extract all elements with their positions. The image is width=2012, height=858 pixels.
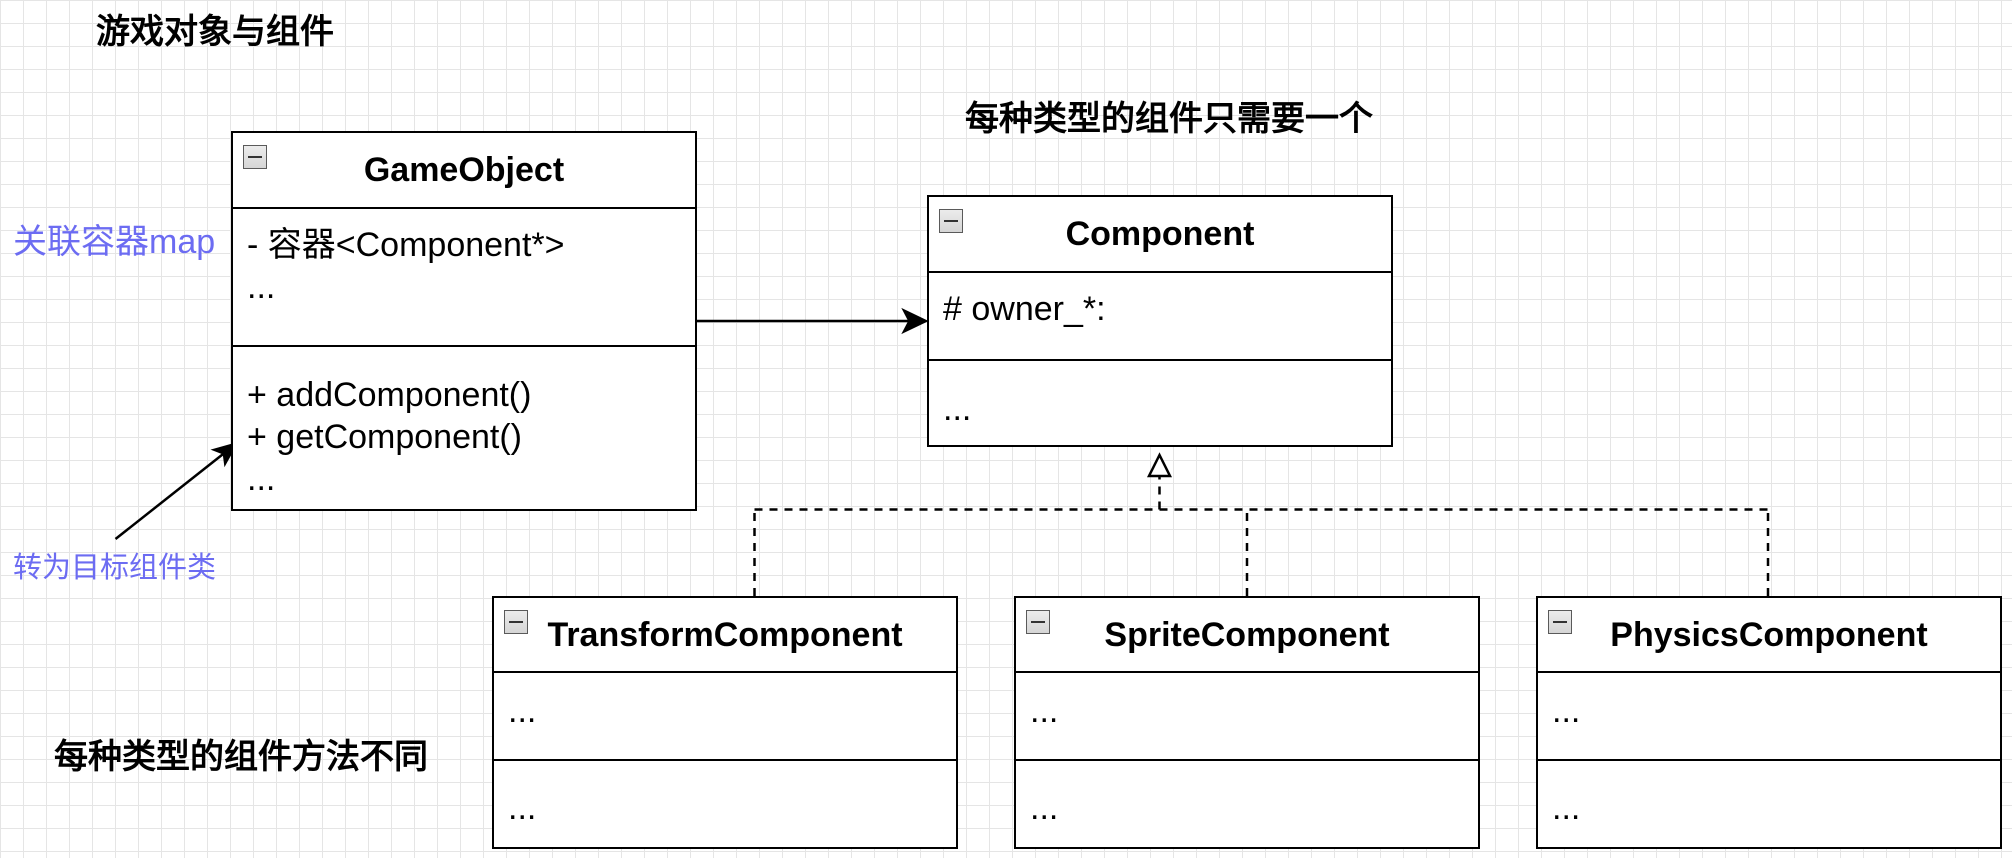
realization-hollow-arrowhead [1146, 452, 1173, 478]
collapse-icon[interactable] [243, 145, 267, 169]
class-header: SpriteComponent [1016, 598, 1478, 673]
methods-section: ... [1538, 761, 2000, 847]
note-methods-differ-per-type: 每种类型的组件方法不同 [54, 738, 428, 776]
diagram-title: 游戏对象与组件 [96, 13, 334, 51]
collapse-icon[interactable] [1548, 610, 1572, 634]
collapse-icon[interactable] [504, 610, 528, 634]
method-item: ... [943, 390, 972, 428]
class-header: Component [929, 197, 1391, 273]
realization-edges[interactable] [753, 476, 1770, 596]
attributes-section: # owner_*: [929, 273, 1391, 361]
method-item: + getComponent() [247, 418, 522, 456]
method-item: + addComponent() [247, 376, 532, 414]
method-item: ... [508, 789, 537, 827]
physics-component-class[interactable]: PhysicsComponent ... ... [1536, 596, 2002, 849]
attributes-section: ... [494, 673, 956, 761]
attribute-item: # owner_*: [943, 290, 1106, 328]
note-one-component-per-type: 每种类型的组件只需要一个 [965, 100, 1373, 138]
transform-component-class[interactable]: TransformComponent ... ... [492, 596, 958, 849]
attribute-item: ... [247, 268, 276, 306]
attributes-section: - 容器<Component*> ... [233, 209, 695, 347]
collapse-icon[interactable] [939, 209, 963, 233]
sprite-component-class[interactable]: SpriteComponent ... ... [1014, 596, 1480, 849]
note-container-map: 关联容器map [13, 223, 216, 261]
class-header: PhysicsComponent [1538, 598, 2000, 673]
component-class[interactable]: Component # owner_*: ... [927, 195, 1393, 447]
collapse-icon[interactable] [1026, 610, 1050, 634]
cast-note-arrow-line[interactable] [114, 452, 225, 540]
attributes-section: ... [1016, 673, 1478, 761]
gameobject-class[interactable]: GameObject - 容器<Component*> ... + addCom… [231, 131, 697, 511]
class-name: PhysicsComponent [1610, 615, 1928, 654]
method-item: ... [1552, 789, 1581, 827]
class-header: GameObject [233, 133, 695, 209]
note-cast-to-target: 转为目标组件类 [13, 552, 217, 584]
attribute-item: ... [1030, 692, 1059, 730]
class-header: TransformComponent [494, 598, 956, 673]
attributes-section: ... [1538, 673, 2000, 761]
association-edge-gameobject-to-component[interactable] [697, 307, 929, 335]
attribute-item: ... [508, 692, 537, 730]
methods-section: ... [929, 361, 1391, 445]
methods-section: + addComponent() + getComponent() ... [233, 347, 695, 509]
methods-section: ... [494, 761, 956, 847]
class-name: Component [1065, 215, 1255, 253]
class-name: TransformComponent [547, 615, 903, 654]
method-item: ... [247, 460, 276, 498]
method-item: ... [1030, 789, 1059, 827]
class-name: GameObject [363, 151, 565, 189]
attribute-item: - 容器<Component*> [247, 226, 565, 264]
class-name: SpriteComponent [1104, 615, 1390, 654]
cast-note-arrow[interactable] [114, 441, 239, 540]
attribute-item: ... [1552, 692, 1581, 730]
methods-section: ... [1016, 761, 1478, 847]
